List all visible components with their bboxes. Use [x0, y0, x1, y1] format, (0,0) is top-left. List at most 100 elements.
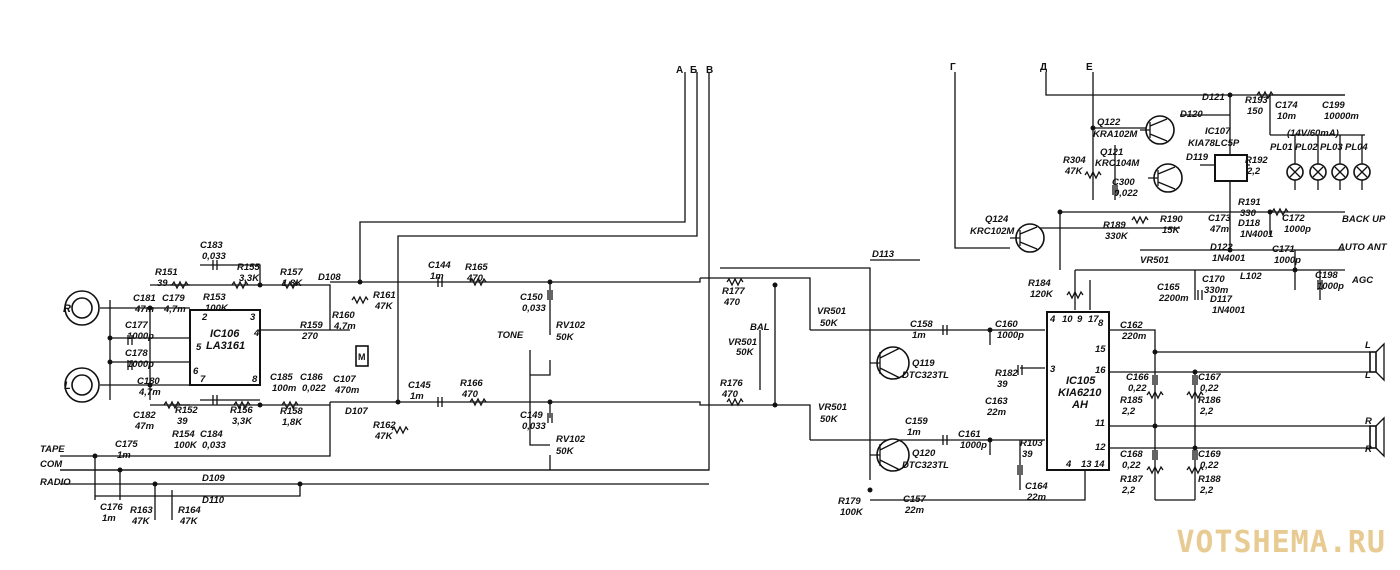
component-ref: R193	[1245, 95, 1268, 106]
component-ref: R188	[1198, 474, 1221, 485]
component-ref: C171	[1272, 244, 1295, 255]
component-value: 15K	[1162, 225, 1181, 236]
ic105-pin: 11	[1095, 418, 1105, 429]
svg-text:KRA102M: KRA102M	[1093, 129, 1138, 140]
svg-text:VR501: VR501	[1140, 255, 1169, 266]
component-ref: C163	[985, 396, 1008, 407]
component-value: 4,7m	[333, 321, 356, 332]
transistor-q120	[870, 438, 910, 472]
component-ref: C174	[1275, 100, 1298, 111]
component-ref: R156	[230, 405, 253, 416]
component-ref: C172	[1282, 213, 1305, 224]
port-g: Г	[950, 62, 956, 73]
component-ref: D108	[318, 272, 341, 283]
port-a: А	[676, 65, 683, 76]
ic106-ref: IC106	[210, 328, 240, 340]
ic105-suffix: AH	[1071, 399, 1089, 411]
lamp-pl03	[1331, 163, 1349, 181]
component-ref: D122	[1210, 242, 1233, 253]
out-auto-ant: AUTO ANT	[1337, 242, 1388, 253]
ic105: IC105 KIA6210 AH 4 10 9 17 8 3 15 16 11 …	[1046, 311, 1110, 471]
ic105-ref: IC105	[1066, 375, 1096, 387]
component-ref: R165	[465, 262, 488, 273]
svg-text:Q122: Q122	[1097, 117, 1121, 128]
resistor-symbol	[1256, 90, 1274, 100]
component-value: 1N4001	[1240, 229, 1273, 240]
component-ref: D109	[202, 473, 225, 484]
component-ref: R160	[332, 310, 355, 321]
component-ref: C160	[995, 319, 1018, 330]
lamp-pl02	[1309, 163, 1327, 181]
component-value: 47m	[1209, 224, 1230, 235]
capacitor-symbol	[212, 260, 218, 270]
ic105-pin: 16	[1095, 365, 1106, 376]
component-ref: R154	[172, 429, 195, 440]
svg-text:DTC323TL: DTC323TL	[902, 370, 949, 381]
component-value: 3,3K	[232, 416, 253, 427]
ic105-pin: 12	[1095, 442, 1106, 453]
component-value: 2,2	[1121, 485, 1136, 496]
resistor-symbol	[469, 397, 487, 407]
component-value: 1000p	[127, 359, 154, 370]
capacitor-symbol	[547, 413, 553, 423]
component-value: 1m	[102, 513, 116, 524]
bus-com: COM	[40, 459, 63, 470]
component-value: 39	[997, 379, 1008, 390]
resistor-symbol	[281, 280, 299, 290]
component-ref: C168	[1120, 449, 1143, 460]
out-agc: AGC	[1351, 275, 1373, 286]
component-value: 0,033	[202, 440, 226, 451]
ic106-pin: 2	[201, 312, 208, 323]
component-ref: C181	[133, 293, 156, 304]
resistor-symbol	[1066, 290, 1084, 300]
component-value: 330m	[1204, 285, 1229, 296]
component-value: 47m	[134, 304, 155, 315]
component-ref: C184	[200, 429, 223, 440]
component-value: 47m	[134, 421, 155, 432]
component-value: 0,033	[202, 251, 226, 262]
resistor-symbol	[391, 425, 409, 435]
component-ref: R158	[280, 406, 303, 417]
transistor-labels: Q119 DTC323TL Q120 DTC323TL Q121 KRC104M…	[902, 117, 1140, 471]
svg-text:PL02: PL02	[1295, 142, 1318, 153]
component-value: 0,22	[1128, 383, 1147, 394]
capacitor-symbol	[1152, 450, 1158, 460]
capacitor-symbol	[1317, 280, 1323, 290]
resistor-symbol	[1186, 390, 1204, 400]
component-value: 1000p	[1317, 281, 1344, 292]
out-back-up: BACK UP	[1342, 214, 1386, 225]
component-ref: C158	[910, 319, 933, 330]
component-value: 47K	[374, 431, 394, 442]
component-value: 470	[723, 297, 741, 308]
speaker-l	[1369, 342, 1385, 382]
component-value: 39	[177, 416, 188, 427]
component-ref: R304	[1063, 155, 1086, 166]
component-value: 10m	[1277, 111, 1297, 122]
resistor-symbol	[351, 295, 369, 305]
transistor-q122	[1140, 115, 1175, 145]
port-b: Б	[690, 65, 697, 76]
component-ref: R151	[155, 267, 178, 278]
svg-text:VR501: VR501	[728, 337, 757, 348]
component-value: 2200m	[1158, 293, 1189, 304]
ic105-pin: 3	[1050, 364, 1056, 375]
component-ref: C175	[115, 439, 138, 450]
svg-text:PL01: PL01	[1270, 142, 1293, 153]
resistor-symbol	[726, 277, 744, 287]
port-labels: А Б В Г Д Е	[676, 62, 1093, 76]
component-ref: R103	[1020, 438, 1043, 449]
resistor-symbol	[231, 280, 249, 290]
resistor-symbol	[163, 400, 181, 410]
component-ref: R189	[1103, 220, 1126, 231]
resistor-symbol	[1271, 207, 1289, 217]
component-ref: D121	[1202, 92, 1225, 103]
component-value: 1m	[117, 450, 131, 461]
bus-tape: TAPE	[40, 444, 65, 455]
component-ref: C107	[333, 374, 356, 385]
component-value: 0,033	[522, 303, 546, 314]
svg-text:VR501: VR501	[818, 402, 847, 413]
capacitor-symbol	[212, 395, 218, 405]
capacitor-symbol	[437, 277, 443, 287]
component-ref: C159	[905, 416, 928, 427]
